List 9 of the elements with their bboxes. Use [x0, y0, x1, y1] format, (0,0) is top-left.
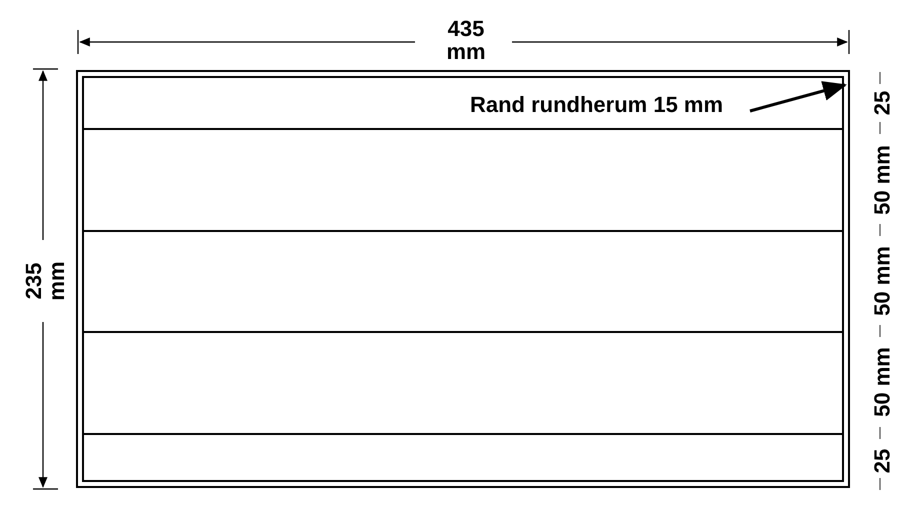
dimension-label: 25 [870, 448, 894, 474]
dimension-label: 50 mm [870, 145, 894, 215]
dimension-label: 25 [870, 90, 894, 116]
leader-arrow [750, 81, 847, 112]
dimension-label: 50 mm [870, 246, 894, 316]
dimension-label: 235 mm [22, 260, 68, 303]
dimension-label: 435 mm [445, 16, 487, 64]
dimension-label: 50 mm [870, 347, 894, 417]
note-text: Rand rundherum 15 mm [470, 94, 724, 116]
